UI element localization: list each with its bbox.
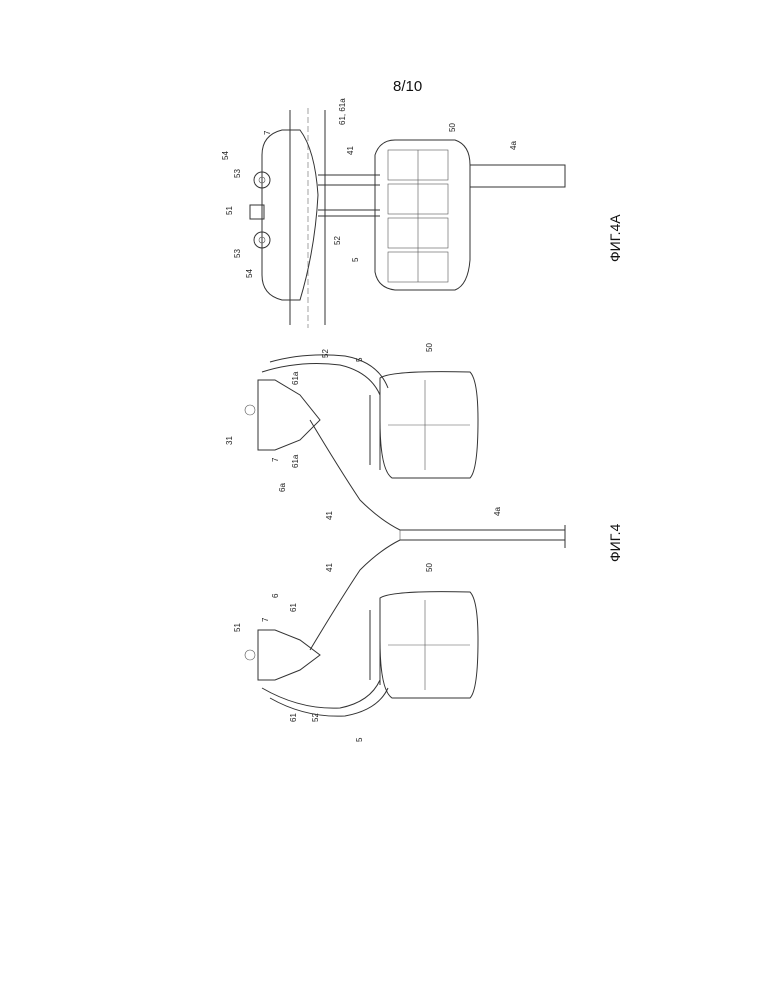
fig4a-drawing: 4a 41 61, 61a 50 7 53 54 51 53 54 52 5 Ф… xyxy=(221,98,623,328)
fig4-carriage-upper xyxy=(258,380,320,450)
label-50-fig4a: 50 xyxy=(448,123,457,132)
fig4-hanger-52-upper-a xyxy=(262,364,380,395)
label-5-lower-fig4: 5 xyxy=(355,737,364,742)
label-7-lower-fig4: 7 xyxy=(261,617,270,622)
label-41-lower-fig4: 41 xyxy=(325,563,334,572)
label-50-lower-fig4: 50 xyxy=(425,563,434,572)
fig4-hanger-52-upper-b xyxy=(370,390,380,470)
label-7-fig4a: 7 xyxy=(263,130,272,135)
label-54-upper-fig4a: 54 xyxy=(221,151,230,160)
label-7-upper-fig4: 7 xyxy=(271,457,280,462)
label-52-lower-fig4: 52 xyxy=(311,713,320,722)
label-4a-fig4a: 4a xyxy=(509,141,518,150)
label-41-upper-fig4: 41 xyxy=(325,511,334,520)
label-53-lower-fig4a: 53 xyxy=(233,249,242,258)
label-5-upper-fig4: 5 xyxy=(355,357,364,362)
fig4-caption: ФИГ.4 xyxy=(607,524,623,562)
fig4a-caption: ФИГ.4А xyxy=(607,214,623,262)
fig4-support-arm-lower xyxy=(310,540,565,650)
fig4a-cabin xyxy=(375,140,470,290)
fig4-support-arm-upper xyxy=(310,420,565,530)
fig4-hanger-52-lower-a xyxy=(262,680,380,708)
label-61a-lower-fig4: 61a xyxy=(291,454,300,468)
label-6-fig4: 6 xyxy=(271,593,280,598)
fig4-hanger-52-lower-b xyxy=(370,605,380,685)
label-52-fig4a: 52 xyxy=(333,236,342,245)
label-51-fig4: 51 xyxy=(233,623,242,632)
label-5-fig4a: 5 xyxy=(351,257,360,262)
label-6a-fig4: 6a xyxy=(278,483,287,492)
label-61-upper-fig4: 61 xyxy=(289,603,298,612)
label-50-upper-fig4: 50 xyxy=(425,343,434,352)
label-52-upper-fig4: 52 xyxy=(321,349,330,358)
label-61-lower-fig4: 61 xyxy=(289,713,298,722)
label-31-fig4: 31 xyxy=(225,436,234,445)
label-53-upper-fig4a: 53 xyxy=(233,169,242,178)
fig4a-column xyxy=(470,165,565,187)
label-51-fig4a: 51 xyxy=(225,206,234,215)
label-4a-fig4: 4a xyxy=(493,507,502,516)
label-54-lower-fig4a: 54 xyxy=(245,269,254,278)
fig4-carriage-lower xyxy=(258,630,320,680)
label-61a-upper-fig4: 61a xyxy=(291,371,300,385)
label-61-61a-fig4a: 61, 61a xyxy=(338,98,347,125)
fig4-drawing: 31 7 6a 61a 61a 52 5 50 41 41 4a 50 51 6… xyxy=(225,343,623,742)
label-41-fig4a: 41 xyxy=(346,146,355,155)
